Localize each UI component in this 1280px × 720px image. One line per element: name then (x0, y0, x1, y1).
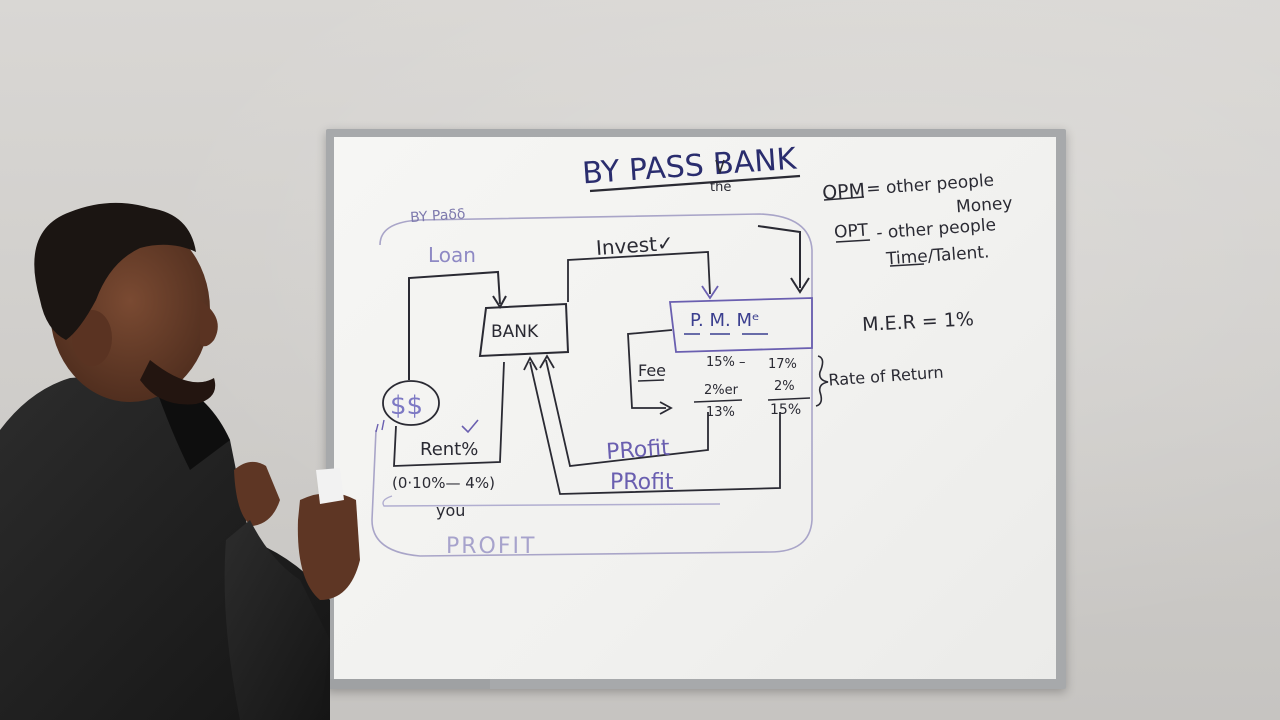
profit-return-arrowhead-1 (539, 354, 555, 369)
pmm-label: P. M. Mᵉ (690, 310, 760, 331)
rate-15: 15% – (706, 355, 746, 370)
opt-time-underline (889, 263, 925, 267)
presenter-sleeve (224, 520, 330, 720)
fee-underline (637, 379, 665, 382)
profit-label-1: PRofit (605, 436, 670, 465)
rent-path (393, 361, 505, 467)
bank-box (478, 302, 570, 358)
loan-arrow (408, 270, 501, 380)
whiteboard (326, 129, 1066, 689)
you-money-circle (382, 380, 440, 426)
invest-arrowhead (701, 285, 719, 300)
presenter-right-hand (297, 493, 360, 600)
presenter-nose (200, 300, 218, 347)
marker-tray (330, 679, 490, 689)
return-ticks (375, 419, 385, 433)
rent-range: (0·10%— 4%) (392, 474, 495, 492)
opt-term: OPT (833, 220, 869, 242)
presenter-hair (34, 202, 197, 340)
presenter-beard (140, 360, 216, 405)
bypass-arrowhead (790, 277, 810, 294)
opt-underline (835, 239, 871, 243)
whiteboard-surface (334, 137, 1056, 679)
opm-definition-line-2: Money (955, 193, 1013, 217)
loan-label: Loan (428, 243, 476, 267)
outer-bypass-loop (371, 213, 813, 557)
profit-return-arrowhead-2 (523, 356, 538, 371)
you-money-symbol: $$ (390, 391, 423, 421)
fee-arrow (627, 329, 673, 409)
profit-return-arrow-1 (545, 359, 709, 467)
rate-brace (815, 355, 829, 407)
presenter-left-hand (234, 461, 280, 526)
bypath-note: BY Paδδ (410, 206, 466, 226)
rate-13: 13% (706, 405, 735, 420)
fee-label: Fee (638, 361, 666, 380)
rate-17: 17% (768, 357, 797, 372)
pmm-box (668, 297, 813, 353)
rent-label: Rent% (420, 439, 478, 460)
rate-15-net: 15% (770, 402, 801, 418)
rate-2: 2% (774, 379, 795, 394)
presenter-ear (72, 310, 112, 366)
fee-arrowhead (659, 401, 673, 415)
invest-arrow (567, 251, 711, 302)
profit-label-2: PRofit (610, 470, 674, 495)
rate-lines (693, 397, 811, 403)
you-underline (382, 495, 721, 507)
rent-check (461, 419, 479, 434)
profit-return-arrow-2 (529, 361, 781, 495)
title-underline (589, 174, 801, 193)
bypass-arrow (757, 225, 801, 288)
outer-profit-label: PROFIT (446, 534, 536, 559)
marker (316, 468, 344, 504)
title-insert-word: the (710, 180, 731, 195)
you-label: you (436, 501, 465, 520)
bank-label: BANK (491, 322, 539, 342)
insert-caret (715, 159, 725, 175)
opm-underline (823, 196, 865, 201)
rate-2er: 2%er (704, 383, 739, 398)
